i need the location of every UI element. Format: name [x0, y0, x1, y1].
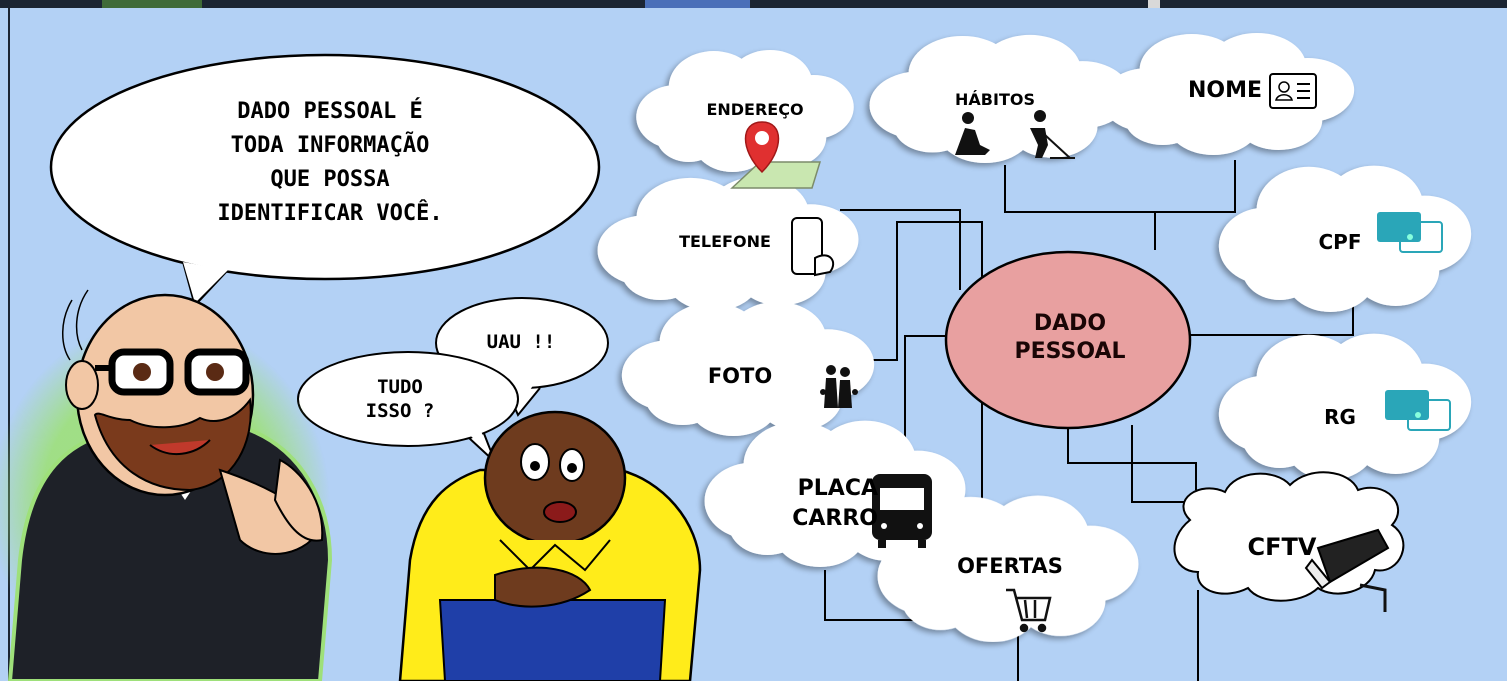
- item-endereco: ENDEREÇO: [706, 100, 804, 119]
- top-bar-blue-segment: [645, 0, 750, 8]
- center-label: DADO PESSOAL: [1014, 311, 1126, 364]
- top-bar-green-segment: [102, 0, 202, 8]
- item-ofertas: OFERTAS: [957, 554, 1063, 578]
- bus-icon: [872, 474, 932, 548]
- center-ellipse: [944, 250, 1192, 430]
- top-frame-bar: [0, 0, 1507, 8]
- family-icon: [820, 365, 858, 408]
- item-cpf: CPF: [1318, 230, 1362, 254]
- item-habitos: HÁBITOS: [955, 90, 1035, 109]
- id-card-icon: [1269, 73, 1317, 109]
- surprised-man-character: [398, 410, 702, 681]
- speech-tudo-text: TUDO ISSO ?: [365, 376, 435, 422]
- item-telefone: TELEFONE: [679, 232, 771, 251]
- speech-bubble-main: [49, 53, 601, 308]
- habits-icon: [955, 110, 1075, 159]
- security-camera-icon: [1304, 528, 1390, 612]
- credit-card-icon-rg: [1385, 390, 1451, 431]
- speech-main-text: DADO PESSOAL É TODA INFORMAÇÃO QUE POSSA…: [217, 99, 443, 226]
- left-frame-line: [8, 8, 10, 681]
- map-pin-icon: [730, 121, 822, 189]
- smartphone-icon: [791, 217, 835, 277]
- bald-man-character: [0, 289, 333, 681]
- item-nome: NOME: [1187, 78, 1263, 103]
- shopping-cart-icon: [1006, 588, 1052, 633]
- top-bar-light-segment: [1148, 0, 1160, 8]
- credit-card-icon-cpf: [1377, 212, 1443, 253]
- item-cftv: CFTV: [1247, 533, 1317, 561]
- item-placa-carro: PLACA CARRO: [792, 476, 878, 531]
- item-rg: RG: [1324, 405, 1356, 429]
- speech-uau-text: UAU !!: [486, 331, 556, 353]
- item-foto: FOTO: [707, 364, 773, 388]
